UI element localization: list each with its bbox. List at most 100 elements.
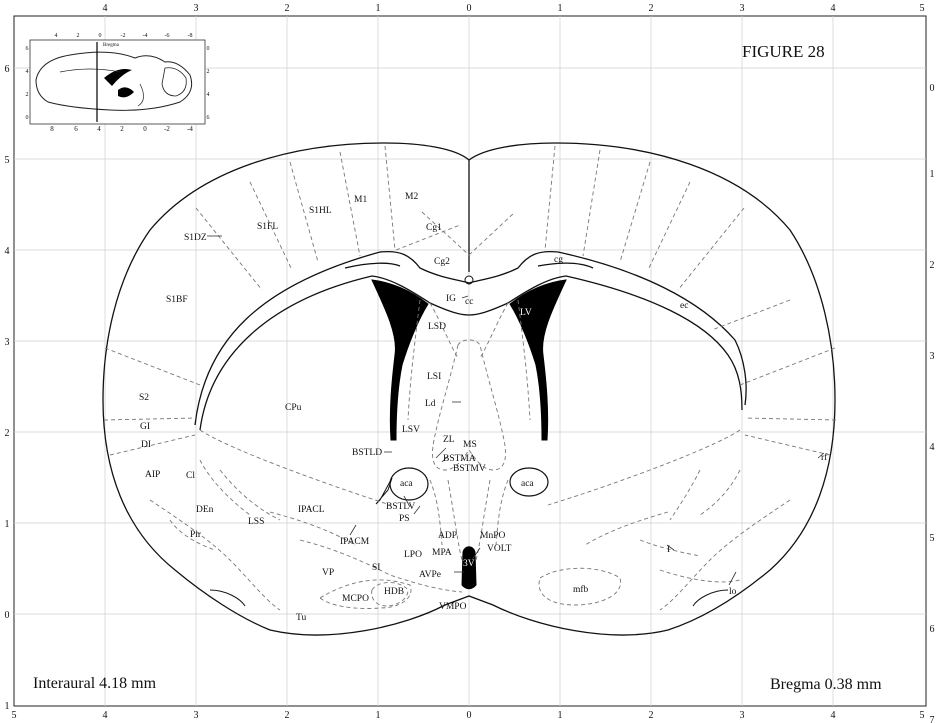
inset-top-tick: 0 — [99, 33, 102, 39]
top-tick: 5 — [920, 3, 925, 14]
region-label: MPA — [432, 548, 452, 558]
region-label: cc — [465, 297, 473, 307]
inset-left-tick: 2 — [26, 92, 29, 98]
left-tick: 1 — [5, 701, 10, 712]
region-label: S1BF — [166, 295, 188, 305]
figure-frame — [13, 15, 927, 707]
region-label: IG — [446, 294, 456, 304]
region-label: ADP — [438, 531, 457, 541]
region-label: MnPO — [480, 531, 505, 541]
brain-outline — [102, 142, 836, 636]
bottom-tick: 5 — [12, 710, 17, 721]
top-tick: 1 — [558, 3, 563, 14]
right-tick: 7 — [930, 715, 935, 723]
top-tick: 2 — [649, 3, 654, 14]
region-label: Pir — [190, 530, 202, 540]
leader-lines — [207, 235, 825, 586]
region-label: M2 — [405, 192, 418, 202]
bottom-axis-ticks: 5 4 3 2 1 0 1 2 3 4 5 — [12, 710, 925, 721]
left-axis-ticks: 6 5 4 3 2 1 0 1 — [5, 64, 10, 712]
region-label: LSD — [428, 322, 446, 332]
lo-tract-left — [209, 589, 246, 607]
top-axis-ticks: 4 3 2 1 0 1 2 3 4 5 — [103, 3, 925, 14]
region-label: S1FL — [257, 222, 278, 232]
right-tick: 1 — [930, 169, 935, 180]
region-label: mfb — [573, 584, 589, 595]
region-label: Cg1 — [426, 223, 442, 233]
interaural-label: Interaural 4.18 mm — [33, 675, 157, 692]
region-label: DEn — [196, 505, 214, 515]
region-label: Cl — [186, 471, 195, 481]
region-label: IPACL — [298, 505, 325, 515]
region-label: DI — [141, 440, 151, 450]
left-tick: 2 — [5, 428, 10, 439]
top-tick: 3 — [740, 3, 745, 14]
bottom-tick: 2 — [285, 710, 290, 721]
region-label: cg — [554, 255, 563, 265]
inset-top-tick: -8 — [188, 33, 193, 39]
region-label: AIP — [145, 470, 160, 480]
left-tick: 6 — [5, 64, 10, 75]
region-boundaries — [103, 145, 837, 611]
left-tick: 4 — [5, 246, 10, 257]
region-labels: M1 M2 S1HL S1FL S1DZ Cg1 Cg2 cg S1BF IG … — [139, 192, 828, 623]
region-label: aca — [400, 479, 413, 489]
sagittal-inset: Bregma 8 6 4 2 0 -2 -4 4 2 0 -2 -4 -6 -8… — [26, 33, 210, 133]
left-tick: 0 — [5, 610, 10, 621]
inset-left-tick: 4 — [26, 69, 29, 75]
region-label: VOLT — [487, 544, 512, 554]
inset-structure — [59, 68, 121, 73]
lateral-ventricle-left — [371, 279, 429, 441]
third-ventricle — [461, 546, 477, 590]
inset-top-tick: 4 — [55, 33, 58, 39]
inset-top-tick: -4 — [143, 33, 148, 39]
anterior-commissure-right — [509, 467, 549, 497]
left-tick: 3 — [5, 337, 10, 348]
right-tick: 3 — [930, 351, 935, 362]
inset-cerebellum — [161, 67, 187, 97]
region-label: aca — [521, 479, 534, 489]
region-label: BSTMA — [443, 454, 476, 464]
left-tick: 1 — [5, 519, 10, 530]
region-label: Cg2 — [434, 257, 450, 267]
inset-ventricle — [104, 69, 132, 86]
top-tick: 0 — [467, 3, 472, 14]
inset-right-tick: 4 — [207, 92, 210, 98]
bottom-tick: 3 — [740, 710, 745, 721]
region-label: LPO — [404, 550, 422, 560]
region-label: 3V — [463, 559, 475, 569]
right-tick: 2 — [930, 260, 935, 271]
region-label: rf — [821, 452, 828, 463]
bottom-tick: 4 — [103, 710, 108, 721]
cingulum-line-right — [537, 262, 594, 269]
top-tick: 2 — [285, 3, 290, 14]
top-tick: 4 — [103, 3, 108, 14]
region-label: I — [667, 545, 670, 555]
region-label: BSTMV — [453, 464, 486, 474]
top-tick: 3 — [194, 3, 199, 14]
right-tick: 0 — [930, 83, 935, 94]
bottom-tick: 4 — [831, 710, 836, 721]
bregma-label: Bregma 0.38 mm — [770, 676, 882, 693]
bstlv-wedge — [375, 477, 393, 505]
region-label: CPu — [285, 403, 302, 413]
region-label: S1HL — [309, 206, 332, 216]
region-label: IPACM — [340, 537, 370, 547]
inset-left-tick: 6 — [26, 46, 29, 52]
inset-frame — [29, 39, 206, 125]
region-label: M1 — [354, 195, 367, 205]
inset-right-tick: 6 — [207, 115, 210, 121]
inset-bottom-tick: -2 — [164, 125, 170, 133]
region-label: LSS — [248, 517, 264, 527]
left-tick: 5 — [5, 155, 10, 166]
region-label: LSV — [402, 425, 420, 435]
inset-top-tick: 2 — [77, 33, 80, 39]
region-label: LSI — [427, 372, 441, 382]
region-label: BSTLV — [386, 502, 415, 512]
corpus-callosum-upper — [194, 250, 747, 426]
inset-bottom-tick: 8 — [50, 125, 54, 133]
cingulum-line-left — [344, 262, 401, 269]
region-label: SI — [372, 563, 380, 573]
bottom-tick: 5 — [920, 710, 925, 721]
